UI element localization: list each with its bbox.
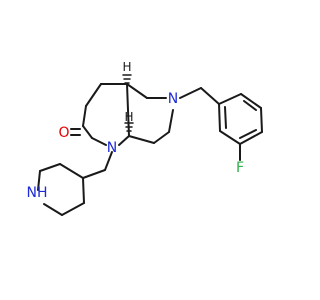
- bond-n6-c7: [168, 109, 174, 133]
- bond-c4a-c5: [126, 83, 148, 99]
- bond-pip-2: [61, 202, 85, 216]
- atom-h-top: H: [122, 60, 131, 74]
- bond-ch2-ar: [200, 87, 220, 105]
- atom-n-amide: N: [107, 140, 117, 156]
- bond-ar3-ar4: [260, 107, 263, 133]
- bond-ar2-ar3: [240, 93, 262, 109]
- atom-labels: H H N N O F NH: [27, 60, 245, 201]
- bond-c2-link: [82, 125, 93, 139]
- atom-n-pip: NH: [27, 185, 48, 201]
- bond-n1-ch2: [104, 151, 113, 171]
- atom-h-bottom: H: [124, 110, 133, 124]
- bond-pip-5: [39, 163, 61, 172]
- bond-ar-inner-3: [224, 106, 227, 129]
- bond-ar5-ar6: [219, 130, 241, 145]
- atom-n-ring: N: [168, 91, 178, 107]
- stereo-hash-top: [122, 74, 132, 84]
- bond-layer: [37, 83, 263, 216]
- bond-ar1-ar2: [218, 93, 242, 105]
- bond-ar4-ar5: [239, 131, 263, 145]
- bond-c4-c3: [85, 83, 102, 107]
- bond-ar-inner-2: [239, 129, 257, 139]
- atom-f: F: [236, 160, 244, 176]
- bond-ch2-pip: [82, 169, 106, 179]
- bond-pip-nh-up: [37, 170, 41, 191]
- stereo-hash-bottom: [124, 122, 134, 132]
- atom-o: O: [58, 125, 69, 141]
- bond-c8-c8a: [128, 135, 155, 144]
- bond-n1-c8a: [118, 135, 130, 146]
- molecule-diagram: H H N N O F NH: [27, 60, 263, 216]
- bond-pip-3: [43, 203, 63, 216]
- bond-ar-inner-1: [243, 100, 257, 111]
- bond-c3-c2: [82, 105, 87, 127]
- bond-pip-1: [82, 177, 85, 204]
- bond-c7-c8: [153, 131, 170, 144]
- bond-n6-ch2: [179, 87, 202, 99]
- bond-pip-6: [59, 163, 84, 179]
- bond-c2-n1: [91, 137, 107, 146]
- bond-ar6-ar1: [218, 103, 221, 132]
- molecule-structure: H H N N O F NH: [27, 60, 263, 216]
